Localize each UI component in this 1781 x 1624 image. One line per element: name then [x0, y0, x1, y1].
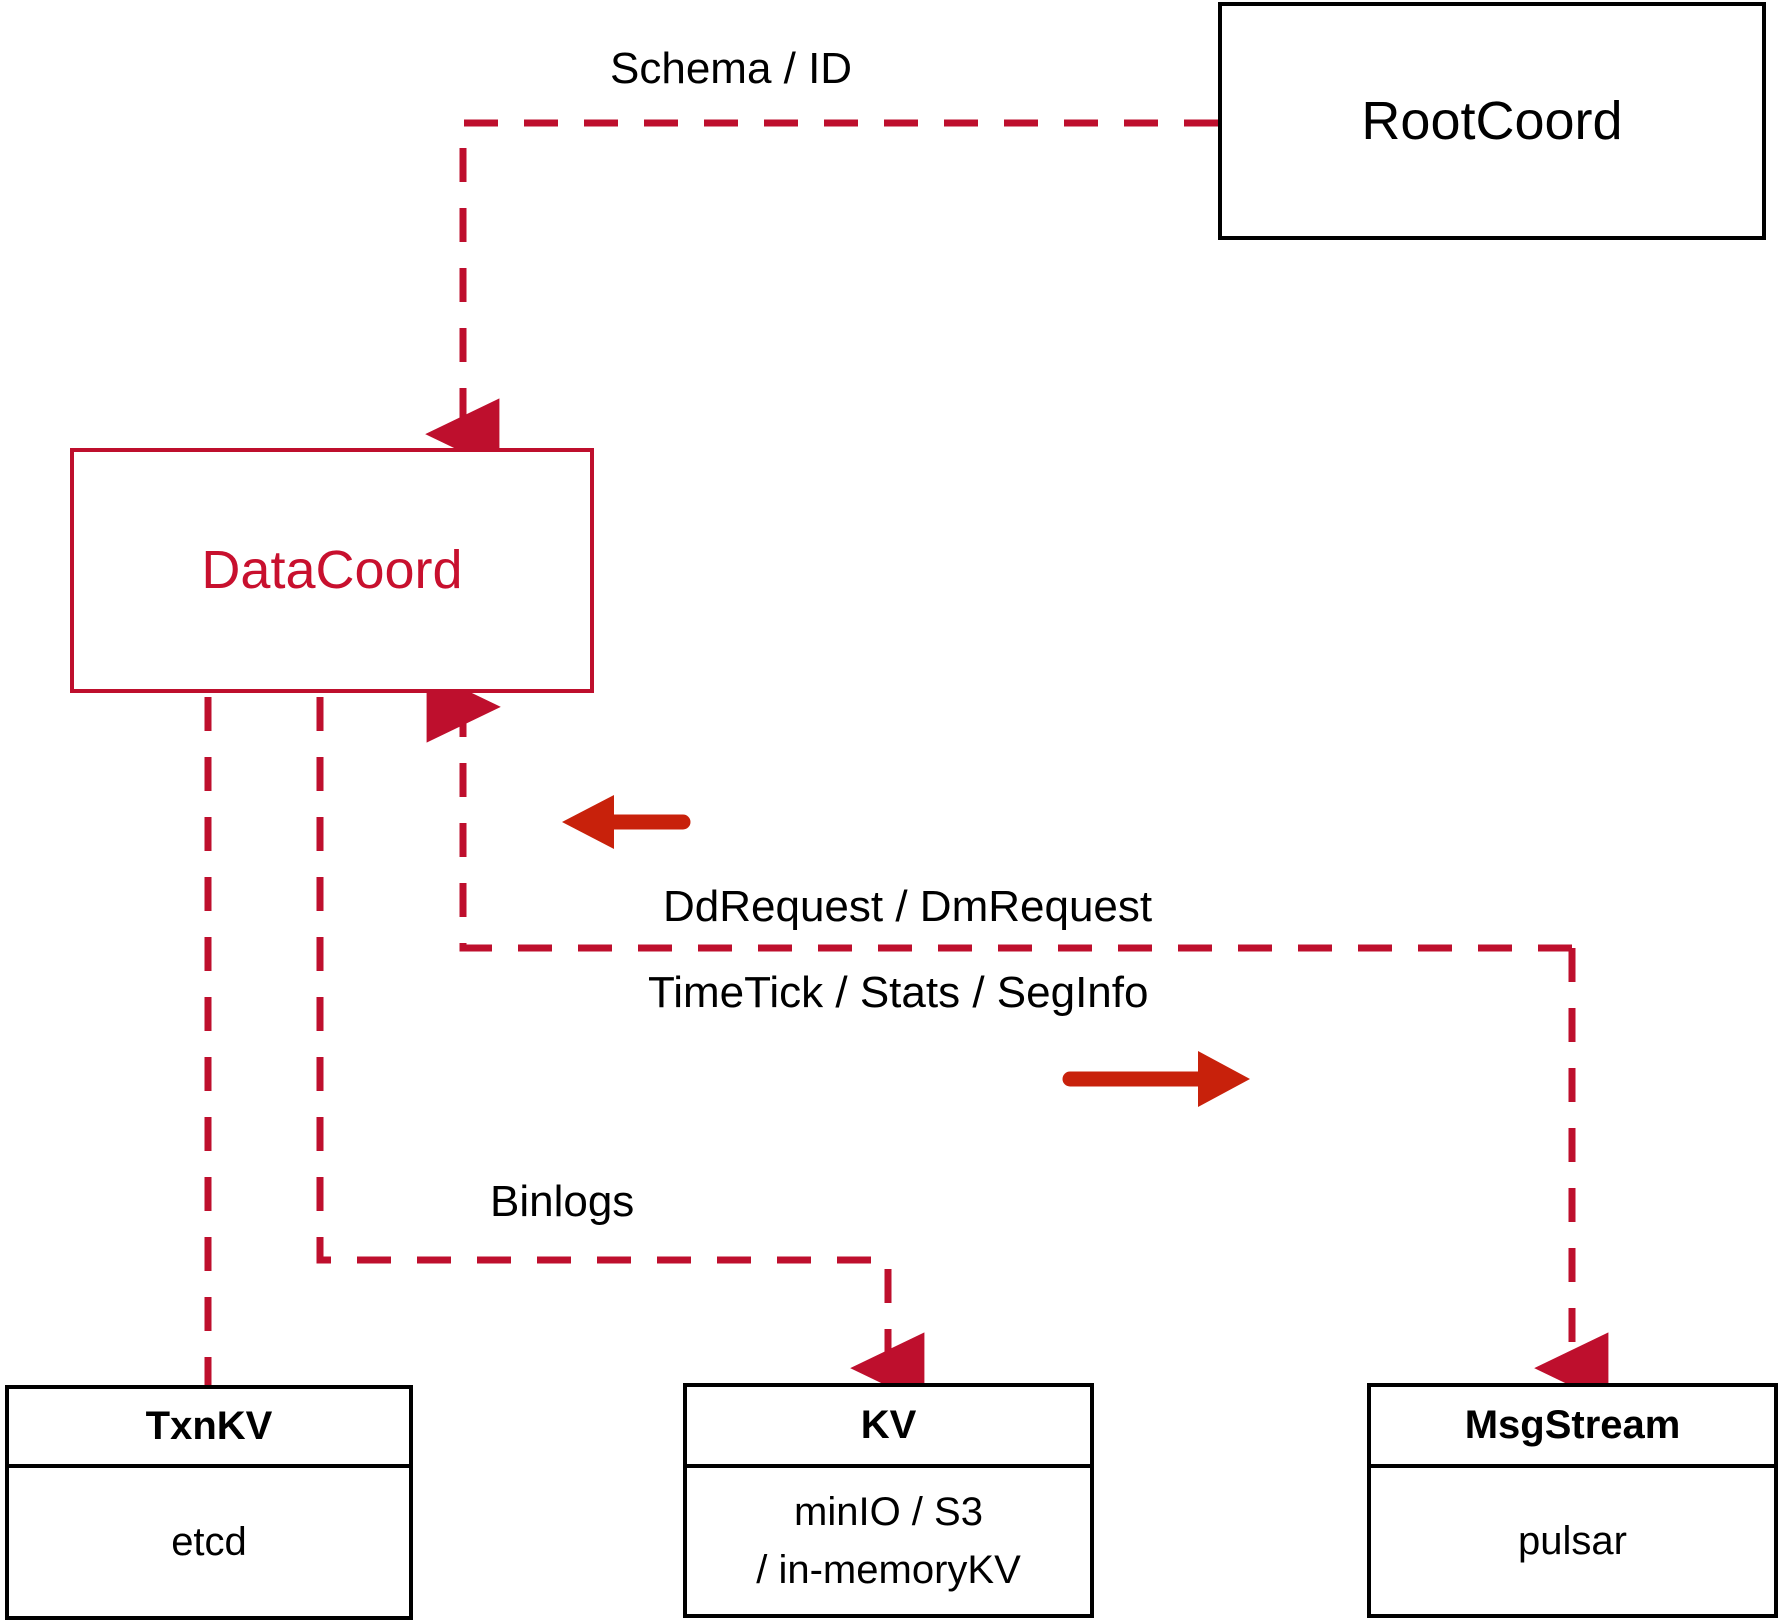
node-msgstream-header: MsgStream — [1371, 1387, 1774, 1468]
edge-binlogs — [316, 697, 925, 1404]
edge-schema-id — [425, 119, 1218, 470]
node-rootcoord[interactable]: RootCoord — [1218, 2, 1766, 240]
node-msgstream-body-line-1: pulsar — [1518, 1519, 1627, 1563]
edge-ddrequest-dmrequest — [426, 671, 1572, 952]
node-datacoord-label: DataCoord — [201, 540, 463, 601]
node-kv-body: minIO / S3 / in-memoryKV — [687, 1468, 1090, 1614]
node-rootcoord-label: RootCoord — [1361, 90, 1623, 151]
node-msgstream-body: pulsar — [1371, 1468, 1774, 1614]
node-txnkv-body-line-1: etcd — [171, 1520, 247, 1564]
node-msgstream[interactable]: MsgStream pulsar — [1367, 1383, 1778, 1618]
node-kv[interactable]: KV minIO / S3 / in-memoryKV — [683, 1383, 1094, 1618]
node-txnkv-header: TxnKV — [9, 1389, 409, 1468]
direction-arrow-left-icon — [562, 795, 691, 849]
node-kv-header: KV — [687, 1387, 1090, 1468]
edge-label-ddrequest-dmrequest: DdRequest / DmRequest — [663, 882, 1153, 931]
edge-label-binlogs: Binlogs — [490, 1177, 635, 1226]
node-txnkv[interactable]: TxnKV etcd — [5, 1385, 413, 1620]
node-kv-body-line-2: / in-memoryKV — [756, 1548, 1021, 1592]
edge-label-timetick-stats-seginfo: TimeTick / Stats / SegInfo — [648, 968, 1149, 1017]
direction-arrow-right-icon — [1062, 1051, 1250, 1107]
edge-label-schema-id: Schema / ID — [610, 44, 853, 93]
node-kv-body-line-1: minIO / S3 — [794, 1490, 983, 1534]
node-txnkv-body: etcd — [9, 1468, 409, 1616]
node-datacoord[interactable]: DataCoord — [70, 448, 594, 693]
